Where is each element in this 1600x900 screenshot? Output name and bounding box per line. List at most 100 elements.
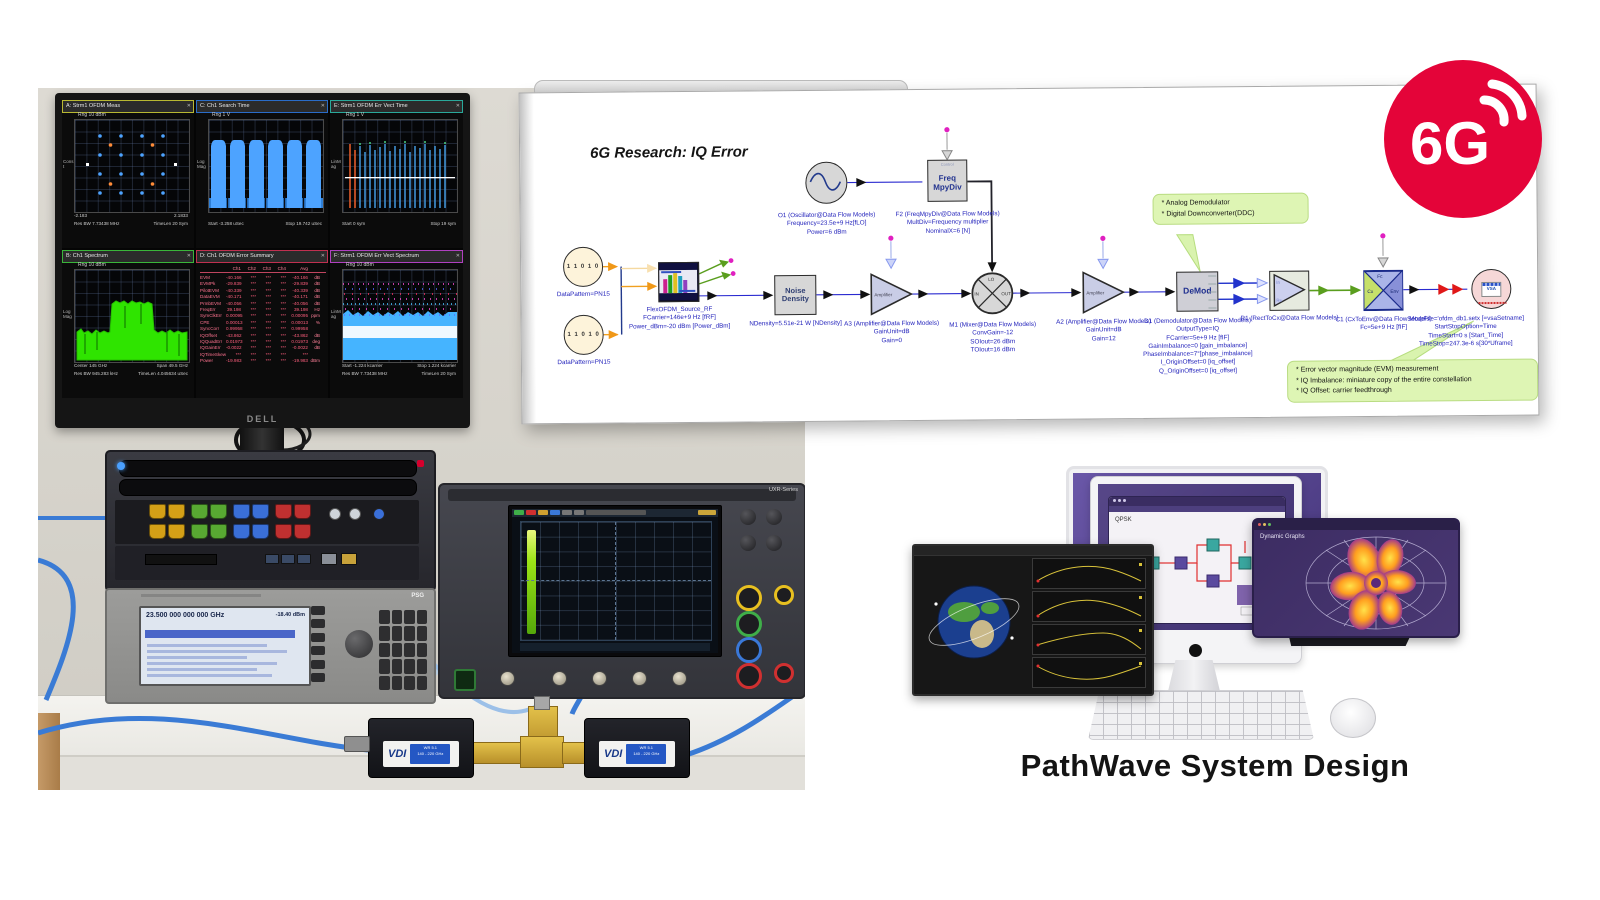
close-icon: ✕	[455, 253, 460, 259]
mini-chart-3	[1032, 624, 1146, 655]
vsa-sink-block: VSA	[1471, 268, 1512, 310]
channel-window-header	[914, 546, 1152, 556]
panel-err-vect-time: E: Strm1 OFDM Err Vect Time✕ Rng 1 V Lin…	[330, 100, 463, 248]
rotary-knob	[345, 630, 373, 658]
flexofdm-source-block	[658, 261, 700, 303]
freq-mpydiv-block: Control Freq MpyDiv	[927, 159, 968, 202]
scope-screen	[512, 509, 718, 653]
summary-row: EVMPk -29.839 *** *** *** -29.839 dB	[200, 281, 320, 287]
connector	[168, 524, 185, 539]
demod-block: DeMod	[1176, 271, 1219, 312]
panel-err-vect-spectrum: F: Strm1 OFDM Err Vect Spectrum✕ Rng 10 …	[330, 250, 463, 398]
panel-search-time: C: Ch1 Search Time✕ Rng 1 V LogMag	[196, 100, 328, 248]
range-label: Rng 10 dBm	[78, 112, 106, 118]
knob	[766, 509, 782, 525]
svg-text:IN: IN	[974, 291, 979, 296]
bit-source-2: 1 1 0 1 0	[563, 314, 604, 356]
close-icon: ✕	[455, 103, 460, 109]
bnc-input	[592, 671, 607, 686]
spectrum-plot	[74, 269, 190, 363]
window-buttons	[1113, 499, 1126, 502]
scope-status-bar	[520, 643, 710, 651]
summary-row: EVM -40.166 *** *** *** -40.166 dB	[200, 275, 320, 280]
close-icon: ✕	[186, 253, 191, 259]
center-line	[521, 580, 711, 581]
knob	[740, 509, 756, 525]
connector	[294, 504, 311, 519]
pathwave-caption: PathWave System Design	[1020, 748, 1410, 783]
lan-port	[341, 553, 357, 565]
summary-row: PrmbEVM -40.056 *** *** *** -40.056 dB	[200, 300, 320, 306]
note-demodulator: * Analog Demodulator * Digital Downconve…	[1152, 192, 1309, 225]
noise-plot	[342, 269, 458, 363]
mini-chart-4	[1032, 657, 1146, 688]
connector	[191, 504, 208, 519]
caption-vsa: SetupFile='ofdm_db1.setx [=vsaSetname] S…	[1407, 314, 1524, 348]
vdi-logo: VDI	[388, 748, 407, 760]
connector	[252, 504, 269, 519]
bnc-port	[373, 508, 385, 520]
svg-text:Amplifier: Amplifier	[1086, 290, 1104, 295]
dell-monitor: A: Strm1 OFDM Meas✕ Rng 10 dBm Const	[55, 93, 470, 428]
ch2-knob	[736, 611, 762, 637]
dynamic-graphs-header	[1254, 520, 1458, 530]
caption-d1: D1 (Demodulator@Data Flow Models) Output…	[1143, 317, 1253, 375]
display-port	[145, 554, 217, 565]
dynamic-graphs-title: Dynamic Graphs	[1260, 534, 1305, 540]
svg-text:Re: Re	[1276, 298, 1282, 303]
caption-f2: F2 (FreqMpyDiv@Data Flow Models) MultDiv…	[895, 210, 1000, 235]
sma-adapter	[344, 736, 370, 752]
connector	[294, 524, 311, 539]
range-label: Rng 10 dBm	[346, 262, 374, 268]
signal-spike	[527, 530, 536, 634]
blank-slot	[119, 460, 417, 477]
wifi-arc-large	[1487, 79, 1527, 121]
scope-graticule	[520, 521, 712, 641]
burst-plot	[208, 119, 324, 213]
knob	[766, 535, 782, 551]
svg-text:Env: Env	[1390, 289, 1399, 295]
connector	[149, 504, 166, 519]
lan-port	[321, 553, 337, 565]
y-axis-label: LogMag	[63, 309, 72, 319]
6g-logo: 6G	[1384, 60, 1542, 218]
waveguide-center	[520, 736, 564, 768]
bnc-input	[632, 671, 647, 686]
qpsk-label: QPSK	[1115, 517, 1132, 523]
imac-chin-logo	[1189, 644, 1202, 657]
ofdm-thumbnail	[659, 262, 698, 301]
wifi-arc-small	[1479, 95, 1509, 127]
connector	[210, 504, 227, 519]
usb-port	[265, 554, 279, 564]
y-axis-label: LogMag	[197, 159, 206, 169]
recttocx-triangle: In Re	[1273, 273, 1306, 308]
antenna-pattern	[1305, 536, 1447, 630]
svg-text:Fc: Fc	[1377, 274, 1383, 280]
controller-module	[115, 546, 419, 580]
summary-row: DataEVM -40.171 *** *** *** -40.171 dB	[200, 294, 320, 300]
summary-row: Power -19.983 *** *** *** -19.983 dBm	[200, 358, 320, 364]
bnc-port	[329, 508, 341, 520]
range-label: Rng 1 V	[346, 112, 365, 118]
bit-source-1: 1 1 0 1 0	[562, 246, 604, 288]
summary-row: IQQuadErr 0.01973 *** *** *** 0.01973 de…	[200, 338, 320, 344]
connector	[210, 524, 227, 539]
connector	[275, 504, 292, 519]
y-axis-label: Const	[63, 159, 74, 169]
summary-row: IQOffset -43.862 *** *** *** -43.862 dB	[200, 332, 320, 338]
error-bars	[345, 141, 455, 208]
bnc-input	[552, 671, 567, 686]
noise-spectrum	[343, 283, 457, 360]
awg-module	[115, 500, 419, 544]
range-label: Rng 10 dBm	[78, 262, 106, 268]
bnc-port	[349, 508, 361, 520]
mini-chart-1	[1032, 558, 1146, 589]
noise-density-block: Noise Density	[774, 274, 817, 316]
psg-display: 23.500 000 000 000 GHz -18.40 dBm	[139, 606, 311, 686]
amplitude-readout: -18.40 dBm	[275, 612, 305, 618]
